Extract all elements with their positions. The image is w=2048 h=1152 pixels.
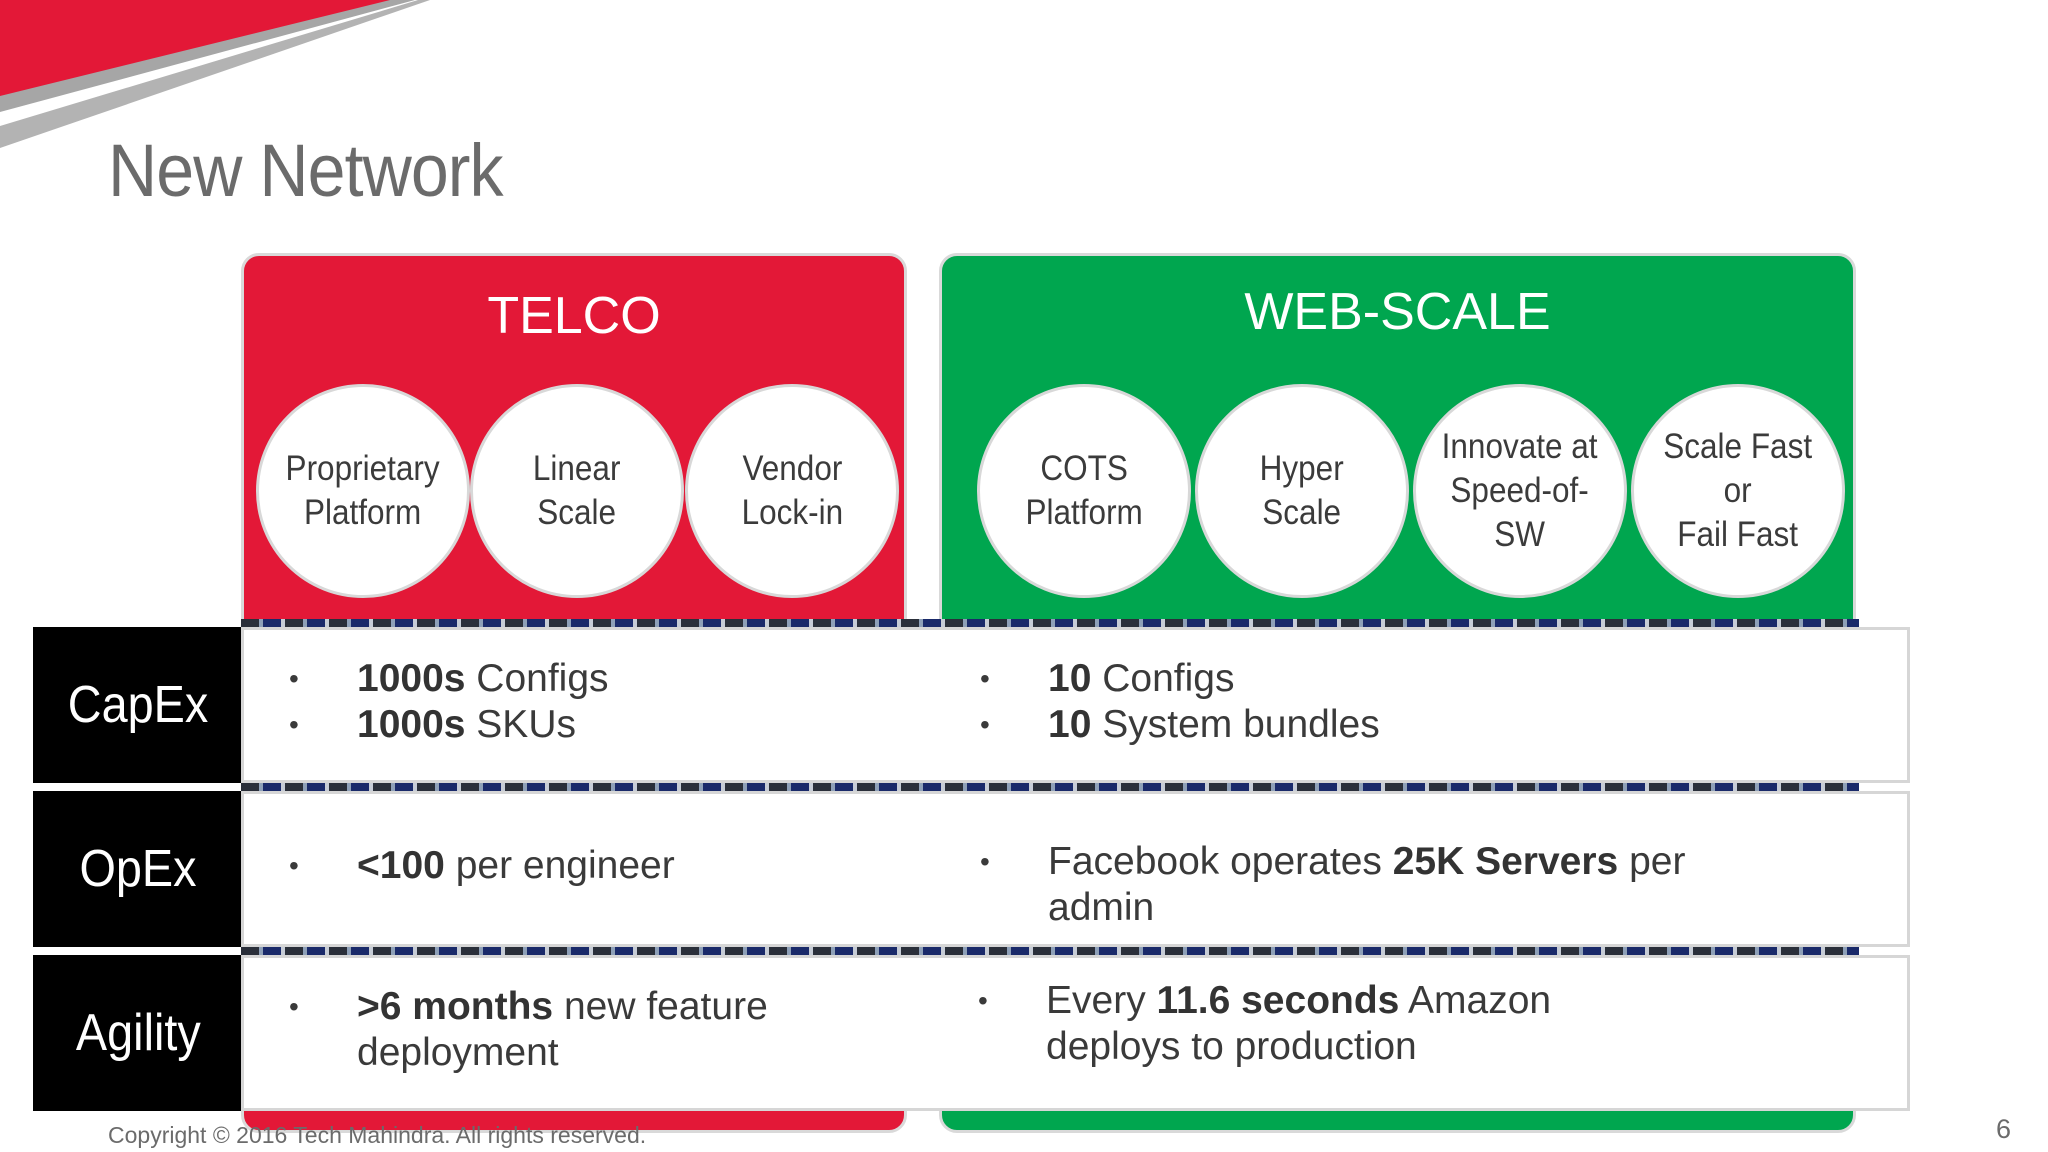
row-capex <box>241 627 1910 783</box>
header-swoosh-decoration <box>0 0 430 148</box>
agility-telco-list: •>6 months new feature deployment <box>289 984 827 1076</box>
webscale-circle-scale-fast: Scale Fast or Fail Fast <box>1631 384 1845 598</box>
opex-webscale-list: •Facebook operates 25K Servers per admin <box>980 839 1708 931</box>
row-label-opex: OpEx <box>33 791 243 947</box>
telco-label: TELCO <box>487 287 661 345</box>
list-item: •1000s SKUs <box>289 703 576 746</box>
slide-title: New Network <box>108 129 504 212</box>
row-label-capex: CapEx <box>33 627 243 783</box>
opex-telco-list: •<100 per engineer <box>289 843 997 889</box>
copyright-footer: Copyright © 2016 Tech Mahindra. All righ… <box>108 1122 647 1148</box>
capex-webscale-list: •10 Configs •10 System bundles <box>980 656 1688 748</box>
datacenter-image-strip <box>241 946 1859 956</box>
list-item: •Every 11.6 seconds Amazon deploys to pr… <box>978 979 1552 1068</box>
agility-webscale-list: •Every 11.6 seconds Amazon deploys to pr… <box>978 978 1606 1070</box>
row-opex <box>241 791 1910 947</box>
row-label-agility: Agility <box>33 955 243 1111</box>
list-item: •Facebook operates 25K Servers per admin <box>980 840 1686 929</box>
list-item: •10 System bundles <box>980 703 1380 746</box>
webscale-circle-cots-platform: COTS Platform <box>977 384 1191 598</box>
row-agility <box>241 955 1910 1111</box>
list-item: •<100 per engineer <box>289 844 675 887</box>
list-item: •1000s Configs <box>289 657 609 700</box>
capex-telco-list: •1000s Configs •1000s SKUs <box>289 656 997 748</box>
webscale-circle-hyper-scale: Hyper Scale <box>1195 384 1409 598</box>
datacenter-image-strip <box>241 782 1859 792</box>
webscale-circle-innovate-at-speed: Innovate at Speed-of- SW <box>1413 384 1627 598</box>
telco-circle-vendor-lock-in: Vendor Lock-in <box>685 384 899 598</box>
list-item: •10 Configs <box>980 657 1235 700</box>
telco-circle-linear-scale: Linear Scale <box>470 384 684 598</box>
datacenter-image-strip <box>241 619 1859 629</box>
webscale-label: WEB-SCALE <box>1244 283 1551 341</box>
page-number: 6 <box>1996 1114 2012 1144</box>
telco-circle-proprietary-platform: Proprietary Platform <box>256 384 470 598</box>
list-item: •>6 months new feature deployment <box>289 985 768 1074</box>
